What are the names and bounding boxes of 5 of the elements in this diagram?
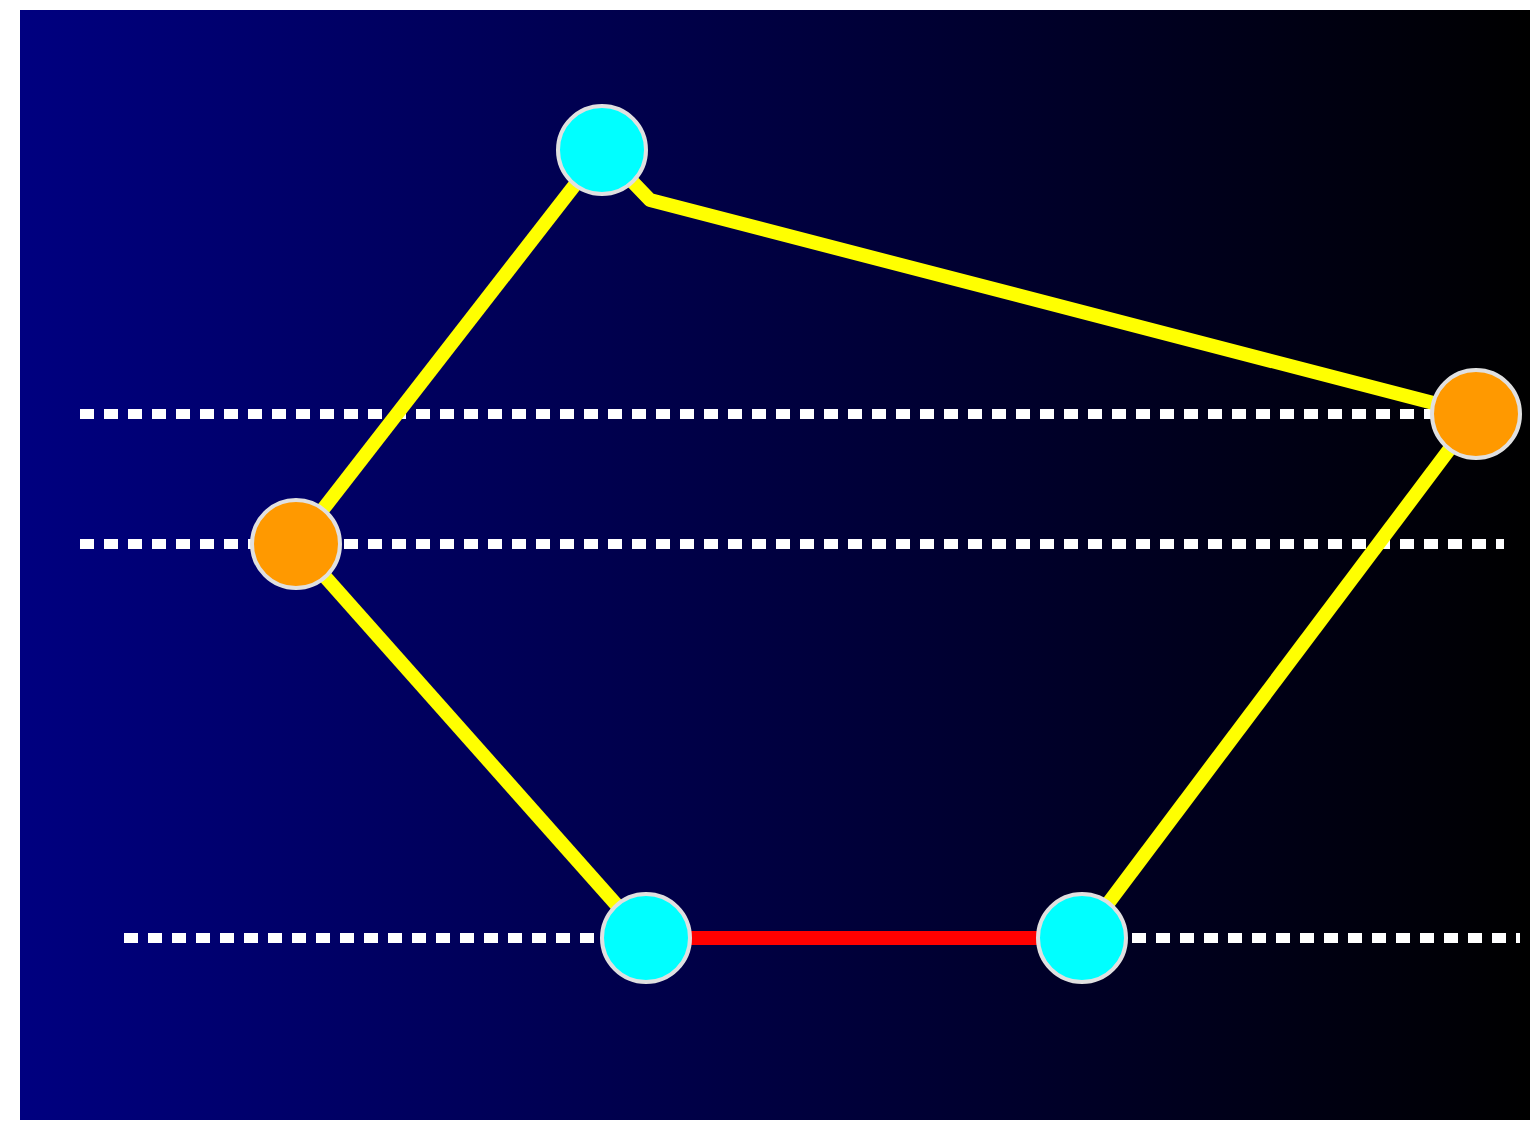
connector-line	[320, 572, 622, 910]
connector-line	[317, 180, 581, 514]
connector-line	[627, 176, 1436, 410]
connector-line	[690, 931, 1038, 945]
connector-line	[1102, 444, 1456, 908]
